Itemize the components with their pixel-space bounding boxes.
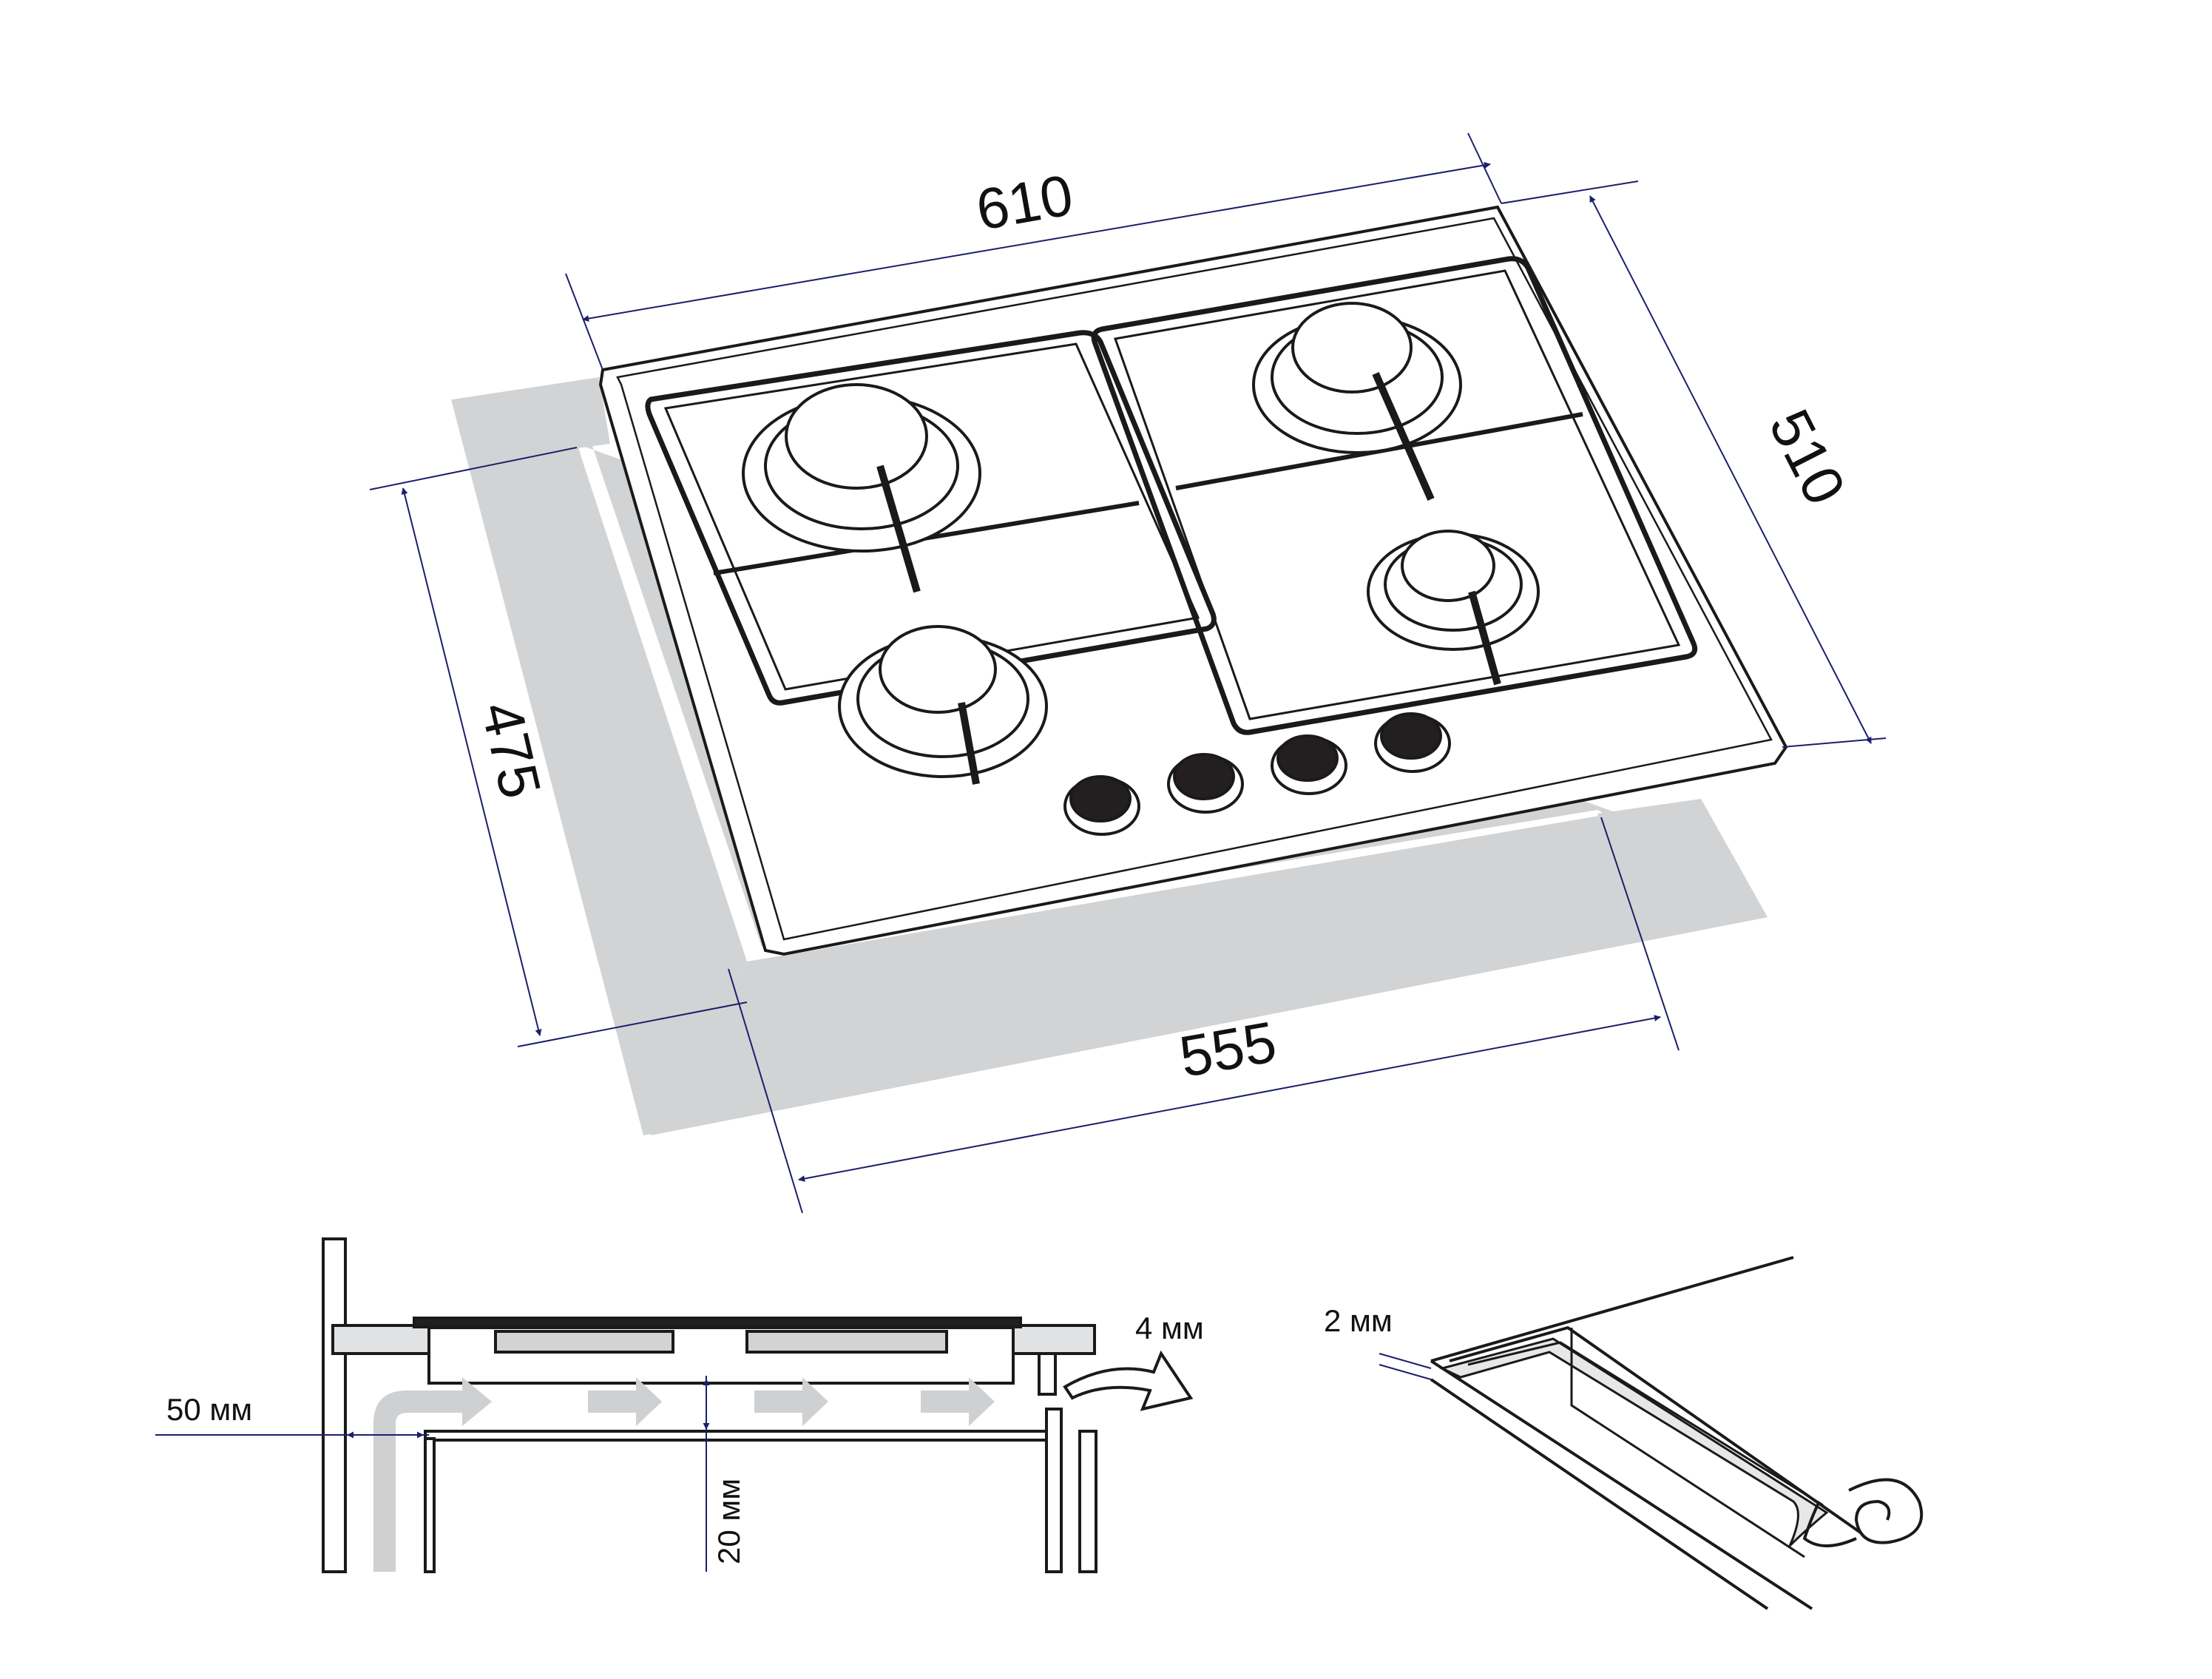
- burners: [742, 302, 1540, 785]
- seal-thickness-leader: [1379, 1353, 1432, 1369]
- dimension-lines: [369, 132, 1887, 1214]
- dim-475-line: [401, 487, 542, 1036]
- cabinet-post-right: [1045, 1408, 1063, 1573]
- seal-detail: [1379, 1256, 1924, 1610]
- label-2mm: 2 мм: [1324, 1303, 1393, 1338]
- burner-rear-left: [742, 383, 981, 593]
- label-4mm: 4 мм: [1135, 1311, 1204, 1345]
- hob-vent-left: [494, 1330, 674, 1354]
- knob-3: [1271, 734, 1347, 795]
- grate-left-inner: [663, 342, 1200, 691]
- label-50mm: 50 мм: [166, 1392, 252, 1427]
- cutout-top-strip: [453, 377, 610, 462]
- airflow-arrows: [373, 1377, 995, 1572]
- dim-555-line: [798, 1015, 1661, 1182]
- seal-strip-inner: [1467, 1341, 1824, 1507]
- knob-2: [1167, 753, 1244, 814]
- hob-support-bracket: [1038, 1352, 1057, 1396]
- dim-510-line: [1589, 195, 1872, 744]
- cutout-side-panel: [1570, 1328, 1805, 1558]
- knob-4: [1374, 712, 1451, 773]
- airflow-riser: [373, 1377, 492, 1572]
- dim-610-line: [582, 161, 1491, 322]
- cabinet-post-right-2: [1078, 1430, 1097, 1573]
- label-20mm: 20 мм: [711, 1479, 746, 1564]
- hob-glass-top: [413, 1317, 1022, 1328]
- burner-front-left: [838, 625, 1048, 785]
- airflow-arrow-2: [588, 1377, 662, 1426]
- label-510: 510: [1756, 399, 1858, 515]
- oven-top-panel: [424, 1430, 1055, 1442]
- airflow-arrow-4: [921, 1377, 995, 1426]
- worktop-edge-back: [1430, 1256, 1794, 1362]
- label-610: 610: [972, 162, 1078, 243]
- seal-thickness-leader-2: [1379, 1364, 1432, 1380]
- side-section: [322, 1237, 1097, 1573]
- ext-555-right: [1600, 817, 1680, 1051]
- cutout-left-strip: [473, 444, 747, 1135]
- worktop-edge-front: [1430, 1359, 1813, 1610]
- ext-610-right: [1467, 132, 1502, 204]
- exit-arrow: [1063, 1350, 1194, 1411]
- seal-roll: [1848, 1478, 1924, 1544]
- ext-610-left: [565, 273, 603, 371]
- ext-475-top: [369, 447, 578, 490]
- cutout-inner-edge: [1449, 1325, 1865, 1536]
- seal-roll-tail: [1802, 1501, 1857, 1547]
- oven-side-left: [424, 1437, 436, 1573]
- burner-front-right: [1367, 530, 1540, 686]
- airflow-arrow-3: [754, 1377, 828, 1426]
- knob-1: [1063, 775, 1140, 836]
- cabinet-wall-left: [322, 1237, 347, 1573]
- hob-vent-right: [745, 1330, 948, 1354]
- control-knobs: [1063, 712, 1451, 836]
- ext-510-top: [1501, 180, 1639, 204]
- side-dimension-lines: [155, 1376, 710, 1572]
- worktop-edge-lower: [1430, 1378, 1769, 1610]
- cutout-right-strip: [1597, 799, 1768, 939]
- ext-475-bottom: [517, 1001, 748, 1047]
- seal-strip-outer: [1438, 1337, 1829, 1547]
- ext-555-left: [728, 968, 803, 1214]
